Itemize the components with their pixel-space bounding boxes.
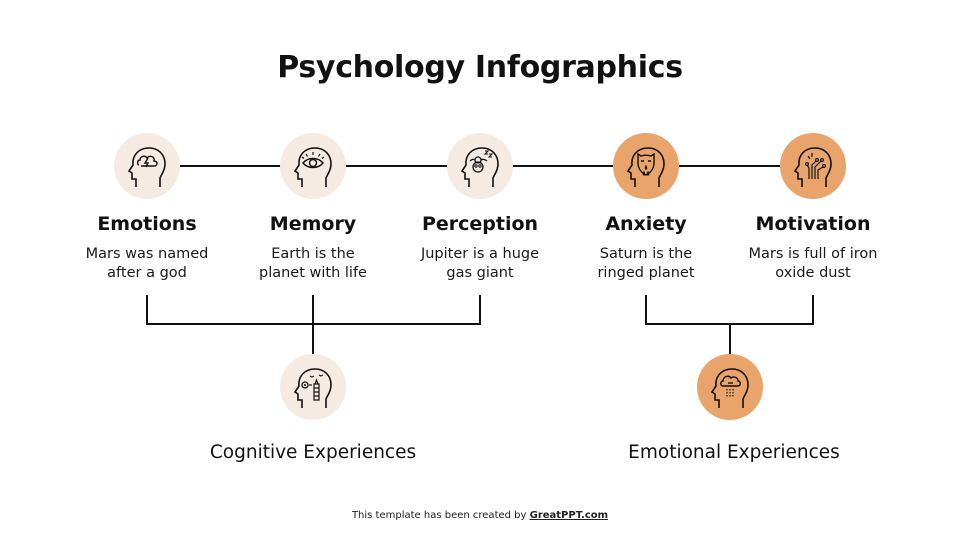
anxiety-icon-circle (613, 133, 679, 199)
motivation-icon-circle (780, 133, 846, 199)
footer-credit: This template has been created by GreatP… (0, 510, 960, 521)
head-rain-cloud-icon (711, 368, 749, 409)
item-title-memory: Memory (269, 213, 357, 235)
item-title-motivation: Motivation (755, 213, 871, 235)
head-target-lighthouse-icon (294, 368, 332, 409)
head-mask-tears-icon (627, 147, 665, 188)
group-label-emotional: Emotional Experiences (628, 442, 840, 463)
group-label-cognitive: Cognitive Experiences (209, 442, 417, 463)
memory-icon-circle (280, 133, 346, 199)
head-eye-icon (294, 147, 332, 188)
emotions-icon-circle (114, 133, 180, 199)
emotional-icon-circle (697, 354, 763, 420)
page-title: Psychology Infographics (277, 50, 683, 85)
footer-text: This template has been created by (351, 510, 530, 521)
cognitive-icon-circle (280, 354, 346, 420)
head-storm-cloud-lightning-icon (128, 147, 166, 188)
item-title-perception: Perception (421, 213, 539, 235)
footer-link[interactable]: GreatPPT.com (529, 510, 609, 521)
item-title-anxiety: Anxiety (605, 213, 687, 235)
head-circuit-icon (794, 147, 832, 188)
perception-icon-circle (447, 133, 513, 199)
item-title-emotions: Emotions (97, 213, 197, 235)
head-sheep-sleep-icon (461, 147, 499, 188)
